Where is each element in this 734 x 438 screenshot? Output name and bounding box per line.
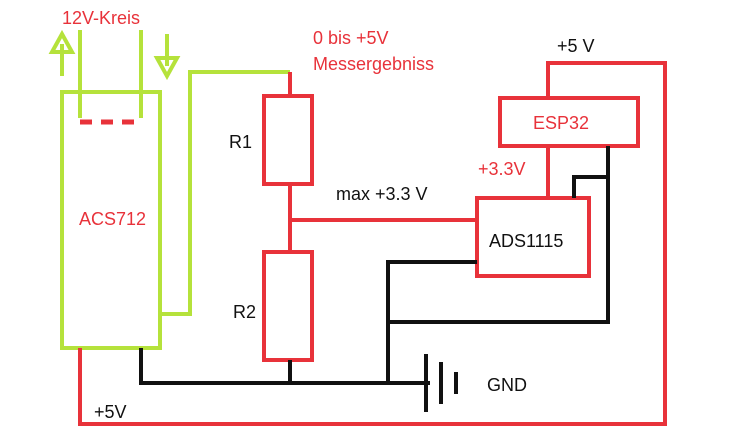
circuit-12v-label: 12V-Kreis <box>62 8 140 28</box>
esp-bus-wire <box>388 146 610 324</box>
acs712-label: ACS712 <box>79 209 146 229</box>
supply-bottom-label: +5V <box>94 402 127 422</box>
esp32-label: ESP32 <box>533 113 589 133</box>
resistor-r2 <box>262 250 314 362</box>
adc-ground-wire <box>386 260 477 383</box>
voltage-range-label: 0 bis +5V <box>313 28 389 48</box>
max-voltage-label: max +3.3 V <box>336 184 428 204</box>
esp32-module <box>498 96 640 148</box>
supply-5v-wire <box>78 61 667 426</box>
ground-wire <box>139 348 430 385</box>
ads1115-label: ADS1115 <box>489 231 563 251</box>
down-arrow-icon <box>153 34 181 81</box>
gnd-label: GND <box>487 375 527 395</box>
r2-label: R2 <box>233 302 256 322</box>
measurement-label: Messergebniss <box>313 54 434 74</box>
acs712-module <box>60 90 162 350</box>
ground-icon <box>424 354 458 412</box>
r1-label: R1 <box>229 132 252 152</box>
adc-bus-wire <box>572 175 608 198</box>
esp-supply-label: +3.3V <box>478 159 526 179</box>
up-arrow-icon <box>48 29 76 76</box>
sensor-output-wire <box>160 70 290 316</box>
ads1115-module <box>475 196 591 278</box>
supply-top-label: +5 V <box>557 36 595 56</box>
resistor-r1 <box>262 94 314 186</box>
